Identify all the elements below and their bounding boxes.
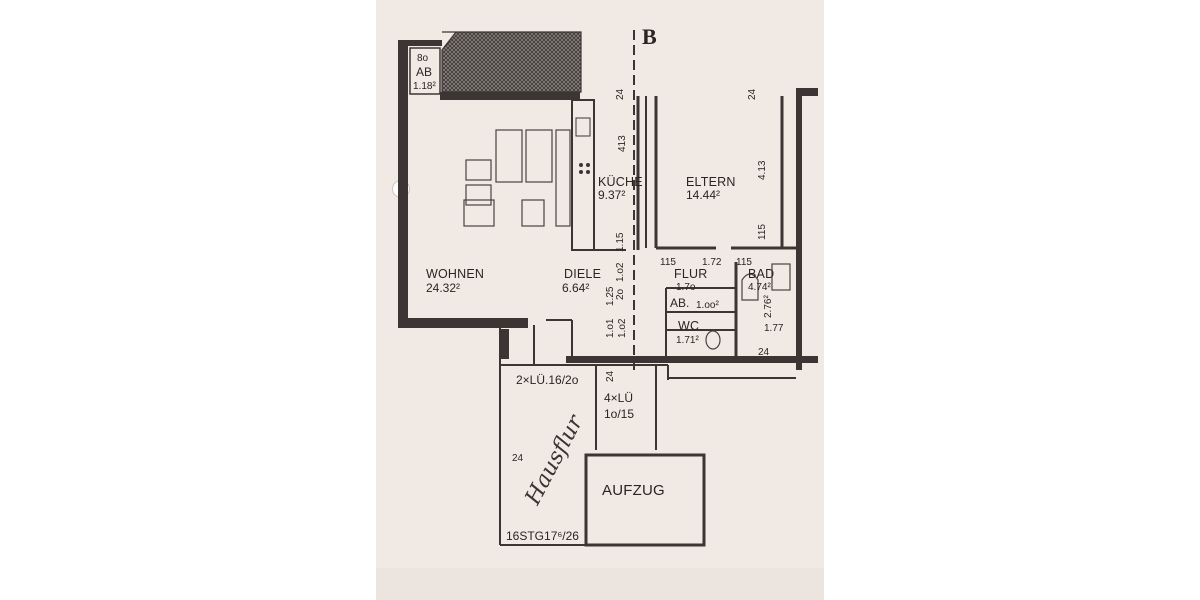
north-wall-left xyxy=(398,40,442,46)
south-wall-right xyxy=(566,356,818,363)
dim-115-c: 115 xyxy=(660,257,676,268)
storage-top-name: AB xyxy=(416,65,433,79)
wc-name: WC xyxy=(678,319,700,333)
dim-102: 1.o2 xyxy=(615,262,626,282)
vent-center-count: 4×LÜ xyxy=(604,391,634,405)
bath-fixtures xyxy=(705,263,791,350)
elevator-shaft xyxy=(584,453,706,547)
bad-dim-v: 2.76² xyxy=(763,295,774,318)
bad-dim: 1.77 xyxy=(764,323,784,334)
floor-plan-drawing xyxy=(376,30,824,600)
axis-marker: B xyxy=(642,24,657,49)
storage-top-box xyxy=(409,47,441,95)
east-wall xyxy=(796,90,802,370)
living-furniture xyxy=(463,129,571,227)
north-wall-living xyxy=(440,92,580,100)
floor-plan-sheet: B 8o AB 1.18² KÜCHE 9.37² 413 ELTERN 14.… xyxy=(376,0,824,600)
dim-24-mid: 24 xyxy=(605,370,616,382)
kitchen-stove xyxy=(575,117,591,174)
dim-20: 2o xyxy=(615,288,626,300)
storage-top-dim: 8o xyxy=(417,53,429,64)
dim-24-a: 24 xyxy=(615,88,626,100)
eltern-dim: 4.13 xyxy=(757,160,768,180)
bad-area: 4.74² xyxy=(748,282,771,293)
kitchen-name: KÜCHE xyxy=(598,175,643,189)
flur-area: 1.7o xyxy=(676,282,696,293)
eltern-name: ELTERN xyxy=(686,175,736,189)
balcony-hatched xyxy=(441,31,582,93)
paper-bottom-margin xyxy=(376,568,824,600)
dim-24-b: 24 xyxy=(747,88,758,100)
diele-name: DIELE xyxy=(564,267,602,281)
south-wall-left xyxy=(398,318,528,328)
kitchen-dim: 413 xyxy=(617,135,628,152)
wohnen-name: WOHNEN xyxy=(426,267,485,281)
dim-24-bad: 24 xyxy=(758,347,770,358)
interior-walls xyxy=(499,96,796,547)
storage-top-area: 1.18² xyxy=(413,81,436,92)
flur-name: FLUR xyxy=(674,267,708,281)
west-wall xyxy=(398,40,408,325)
exterior-walls xyxy=(398,40,818,370)
vent-center-size: 1o/15 xyxy=(604,407,635,421)
storage-mid-area: 1.oo² xyxy=(696,300,719,311)
north-wall-right xyxy=(796,88,818,96)
wohnen-area: 24.32² xyxy=(426,281,461,295)
elevator-label: AUFZUG xyxy=(602,482,665,499)
wc-area: 1.71² xyxy=(676,335,699,346)
dim-24-lower: 24 xyxy=(512,453,524,464)
storage-mid-name: AB. xyxy=(670,296,690,310)
kitchen-counter xyxy=(571,99,595,251)
dim-115-a: 1.15 xyxy=(615,232,626,252)
bad-name: BAD xyxy=(748,267,775,281)
vent-left: 2×LÜ.16/2o xyxy=(516,373,579,387)
eltern-area: 14.44² xyxy=(686,188,721,202)
flur-dim: 1.72 xyxy=(702,257,722,268)
dim-102-b: 1.o2 xyxy=(617,318,628,338)
diele-area: 6.64² xyxy=(562,281,590,295)
dim-115-d: 115 xyxy=(736,257,752,268)
dim-115-b: 115 xyxy=(757,224,768,240)
kitchen-area: 9.37² xyxy=(598,188,626,202)
stair-label: 16STG17⁶/26 xyxy=(506,529,579,543)
